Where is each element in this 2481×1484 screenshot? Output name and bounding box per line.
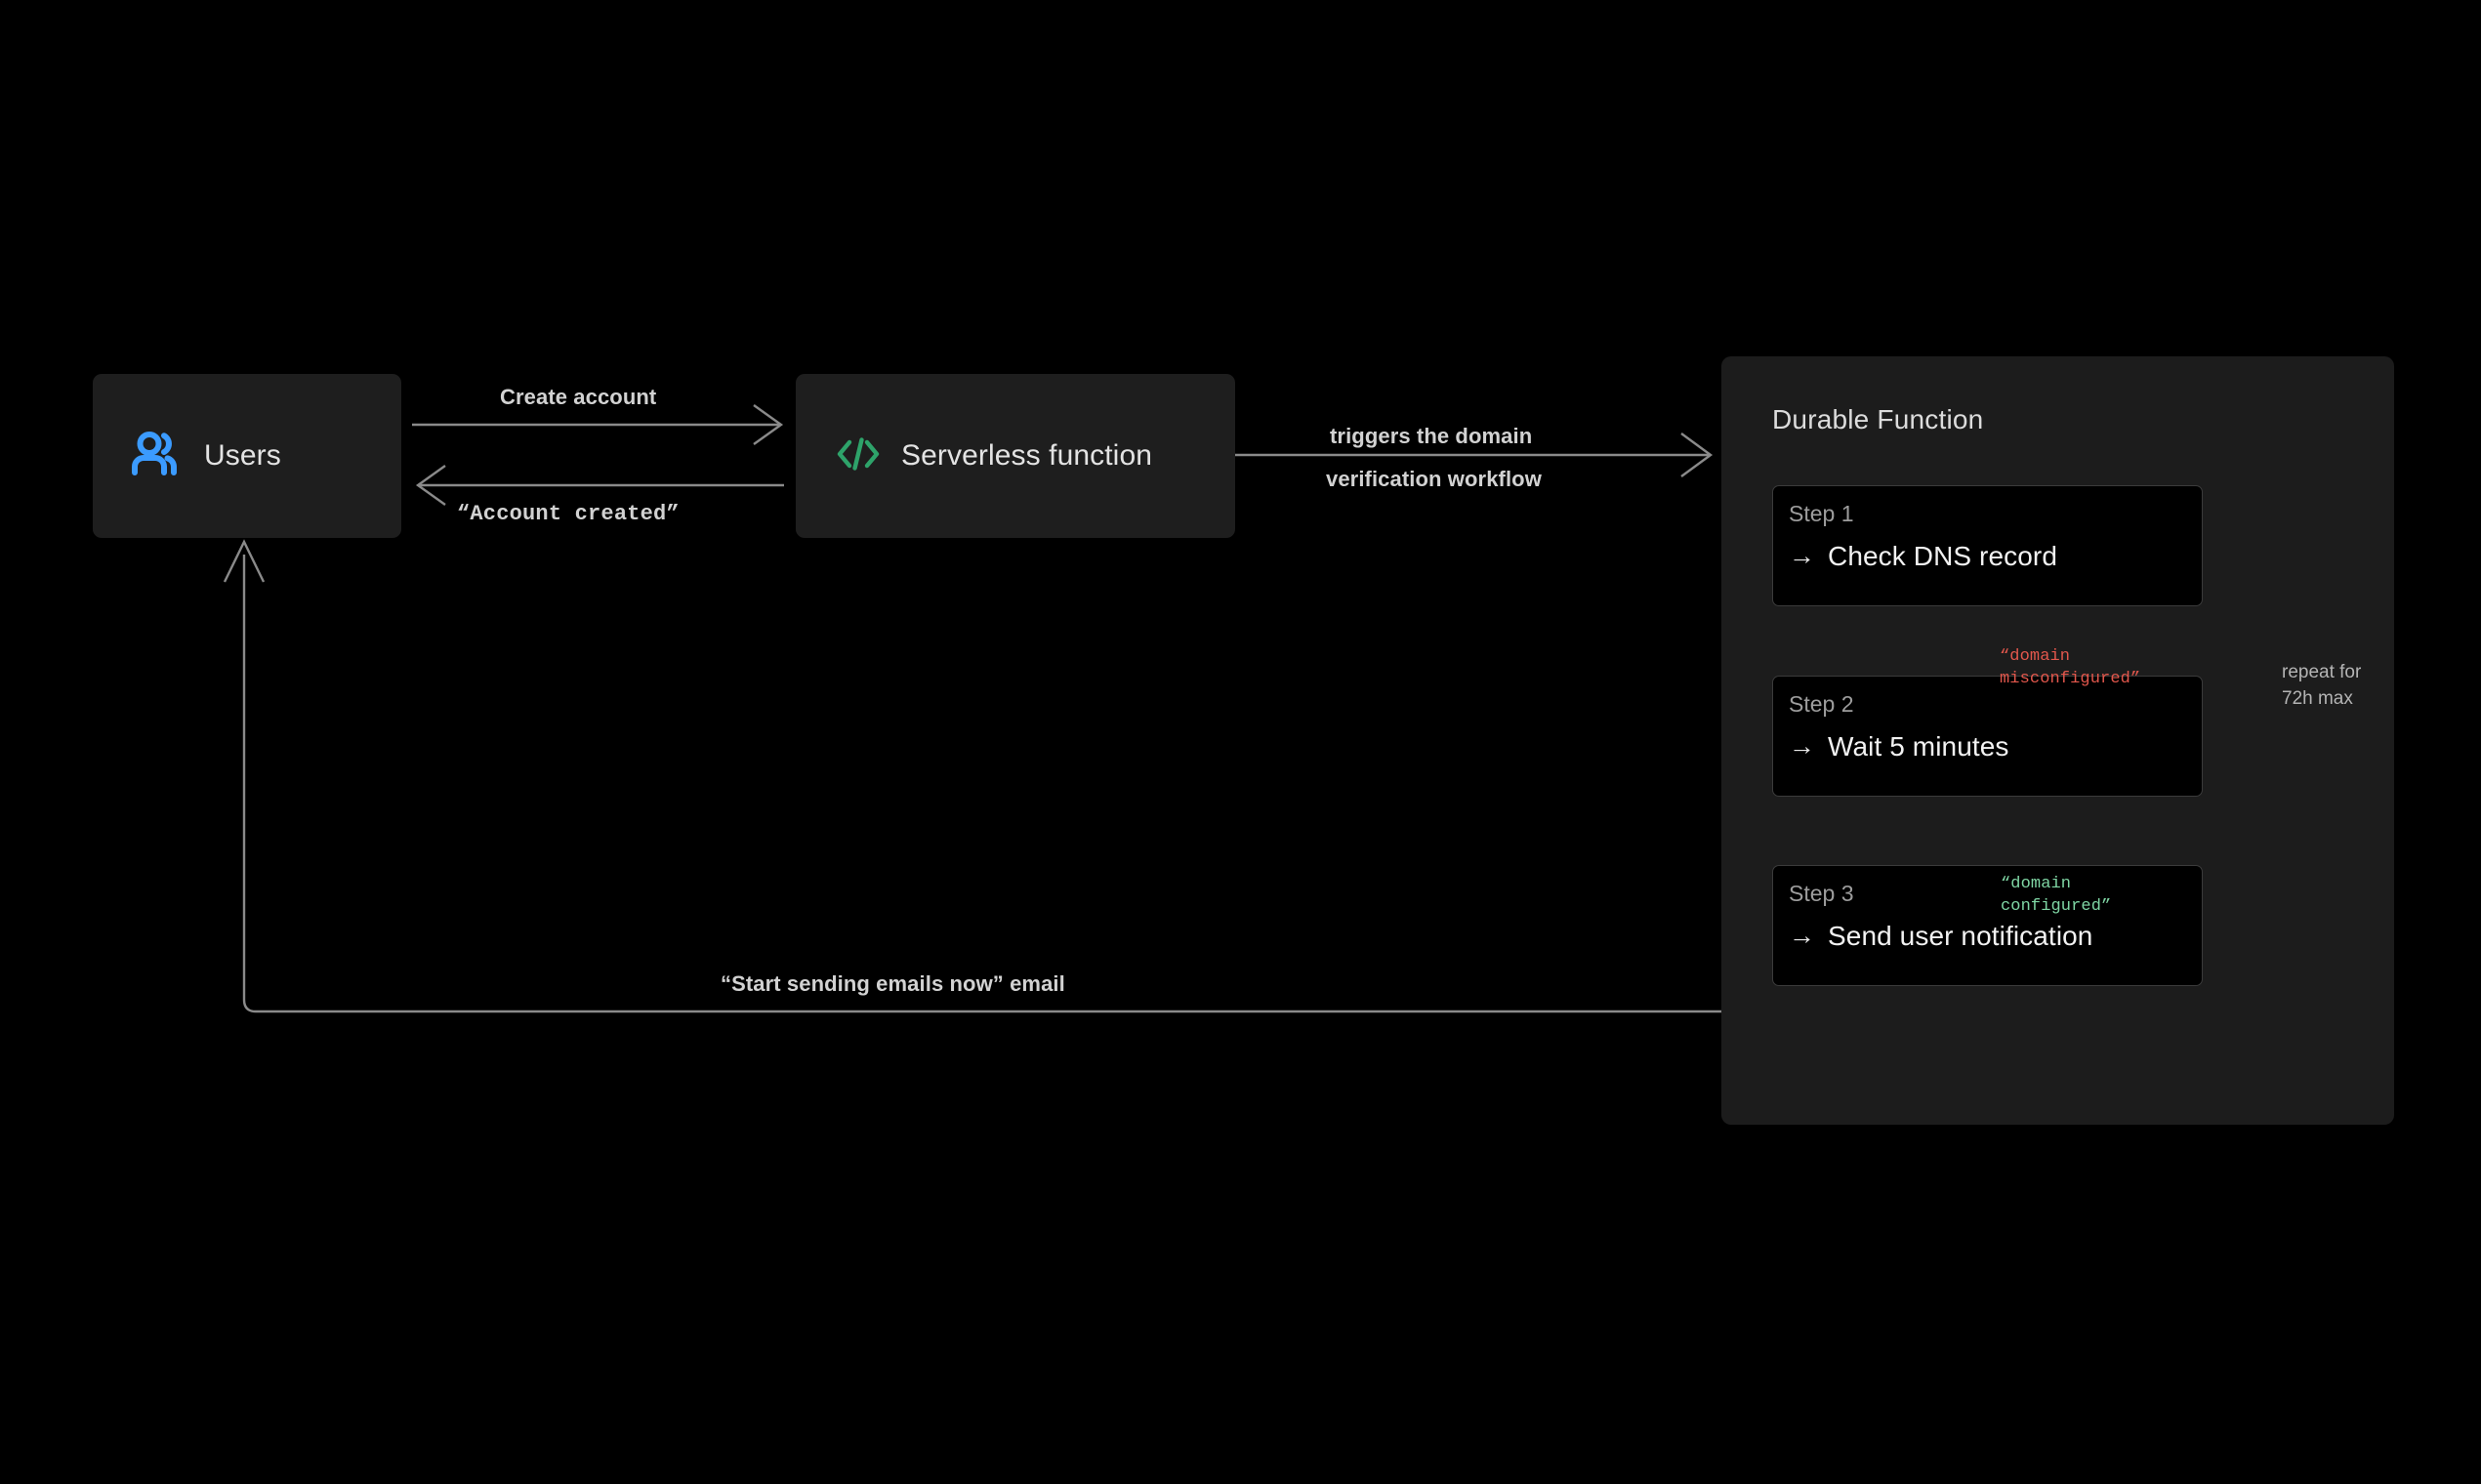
step-2-number: Step 2 [1789,691,1854,717]
arrow-right-icon: → [1789,540,1815,570]
arrow-right-icon: → [1789,730,1815,761]
edge-label-triggers-line2: verification workflow [1326,467,1542,491]
step-2-body: → Wait 5 minutes [1789,731,2009,763]
edge-label-domain-misconfigured-line2: misconfigured” [2000,669,2141,688]
edge-label-domain-misconfigured-line1: “domain [2000,647,2071,666]
arrow-right-icon: → [1789,920,1815,950]
step-card-3[interactable]: Step 3 → Send user notification [1772,865,2203,986]
step-1-number: Step 1 [1789,501,1854,526]
edge-label-account-created: “Account created” [457,502,680,526]
edge-label-domain-misconfigured: “domain misconfigured” [2000,646,2140,691]
edge-account-created-arrowhead [415,465,446,506]
edge-label-domain-configured: “domain configured” [2001,874,2111,919]
step-1-body: → Check DNS record [1789,541,2057,572]
code-brackets-icon [835,434,882,478]
edge-label-repeat-line2: 72h max [2282,687,2353,709]
step-3-number: Step 3 [1789,881,1854,906]
step-3-text: Send user notification [1828,921,2093,951]
edge-label-repeat-72h: repeat for 72h max [2282,660,2361,712]
step-card-2[interactable]: Step 2 → Wait 5 minutes [1772,676,2203,797]
node-serverless-label: Serverless function [901,439,1153,472]
step-3-body: → Send user notification [1789,921,2092,952]
durable-function-panel: Durable Function Step 1 → Check DNS reco… [1721,356,2394,1125]
users-icon [132,431,185,481]
step-2-text: Wait 5 minutes [1828,731,2009,762]
node-serverless-function[interactable]: Serverless function [796,374,1235,538]
edge-create-account-arrowhead [753,404,784,445]
step-card-1[interactable]: Step 1 → Check DNS record [1772,485,2203,606]
edge-label-domain-configured-line2: configured” [2001,896,2112,916]
edge-label-create-account: Create account [500,385,657,409]
edge-start-sending-line [242,555,1772,1013]
node-users-label: Users [204,439,281,472]
edge-triggers-arrowhead [1680,433,1714,477]
edge-label-triggers-line1: triggers the domain [1330,424,1533,448]
edge-label-domain-configured-line1: “domain [2001,875,2072,893]
edge-label-repeat-line1: repeat for [2282,662,2362,682]
node-users[interactable]: Users [93,374,401,538]
panel-title: Durable Function [1772,404,1984,434]
step-1-text: Check DNS record [1828,541,2058,571]
edge-start-sending-arrowhead [223,539,266,583]
edge-label-start-sending-emails: “Start sending emails now” email [721,971,1065,996]
